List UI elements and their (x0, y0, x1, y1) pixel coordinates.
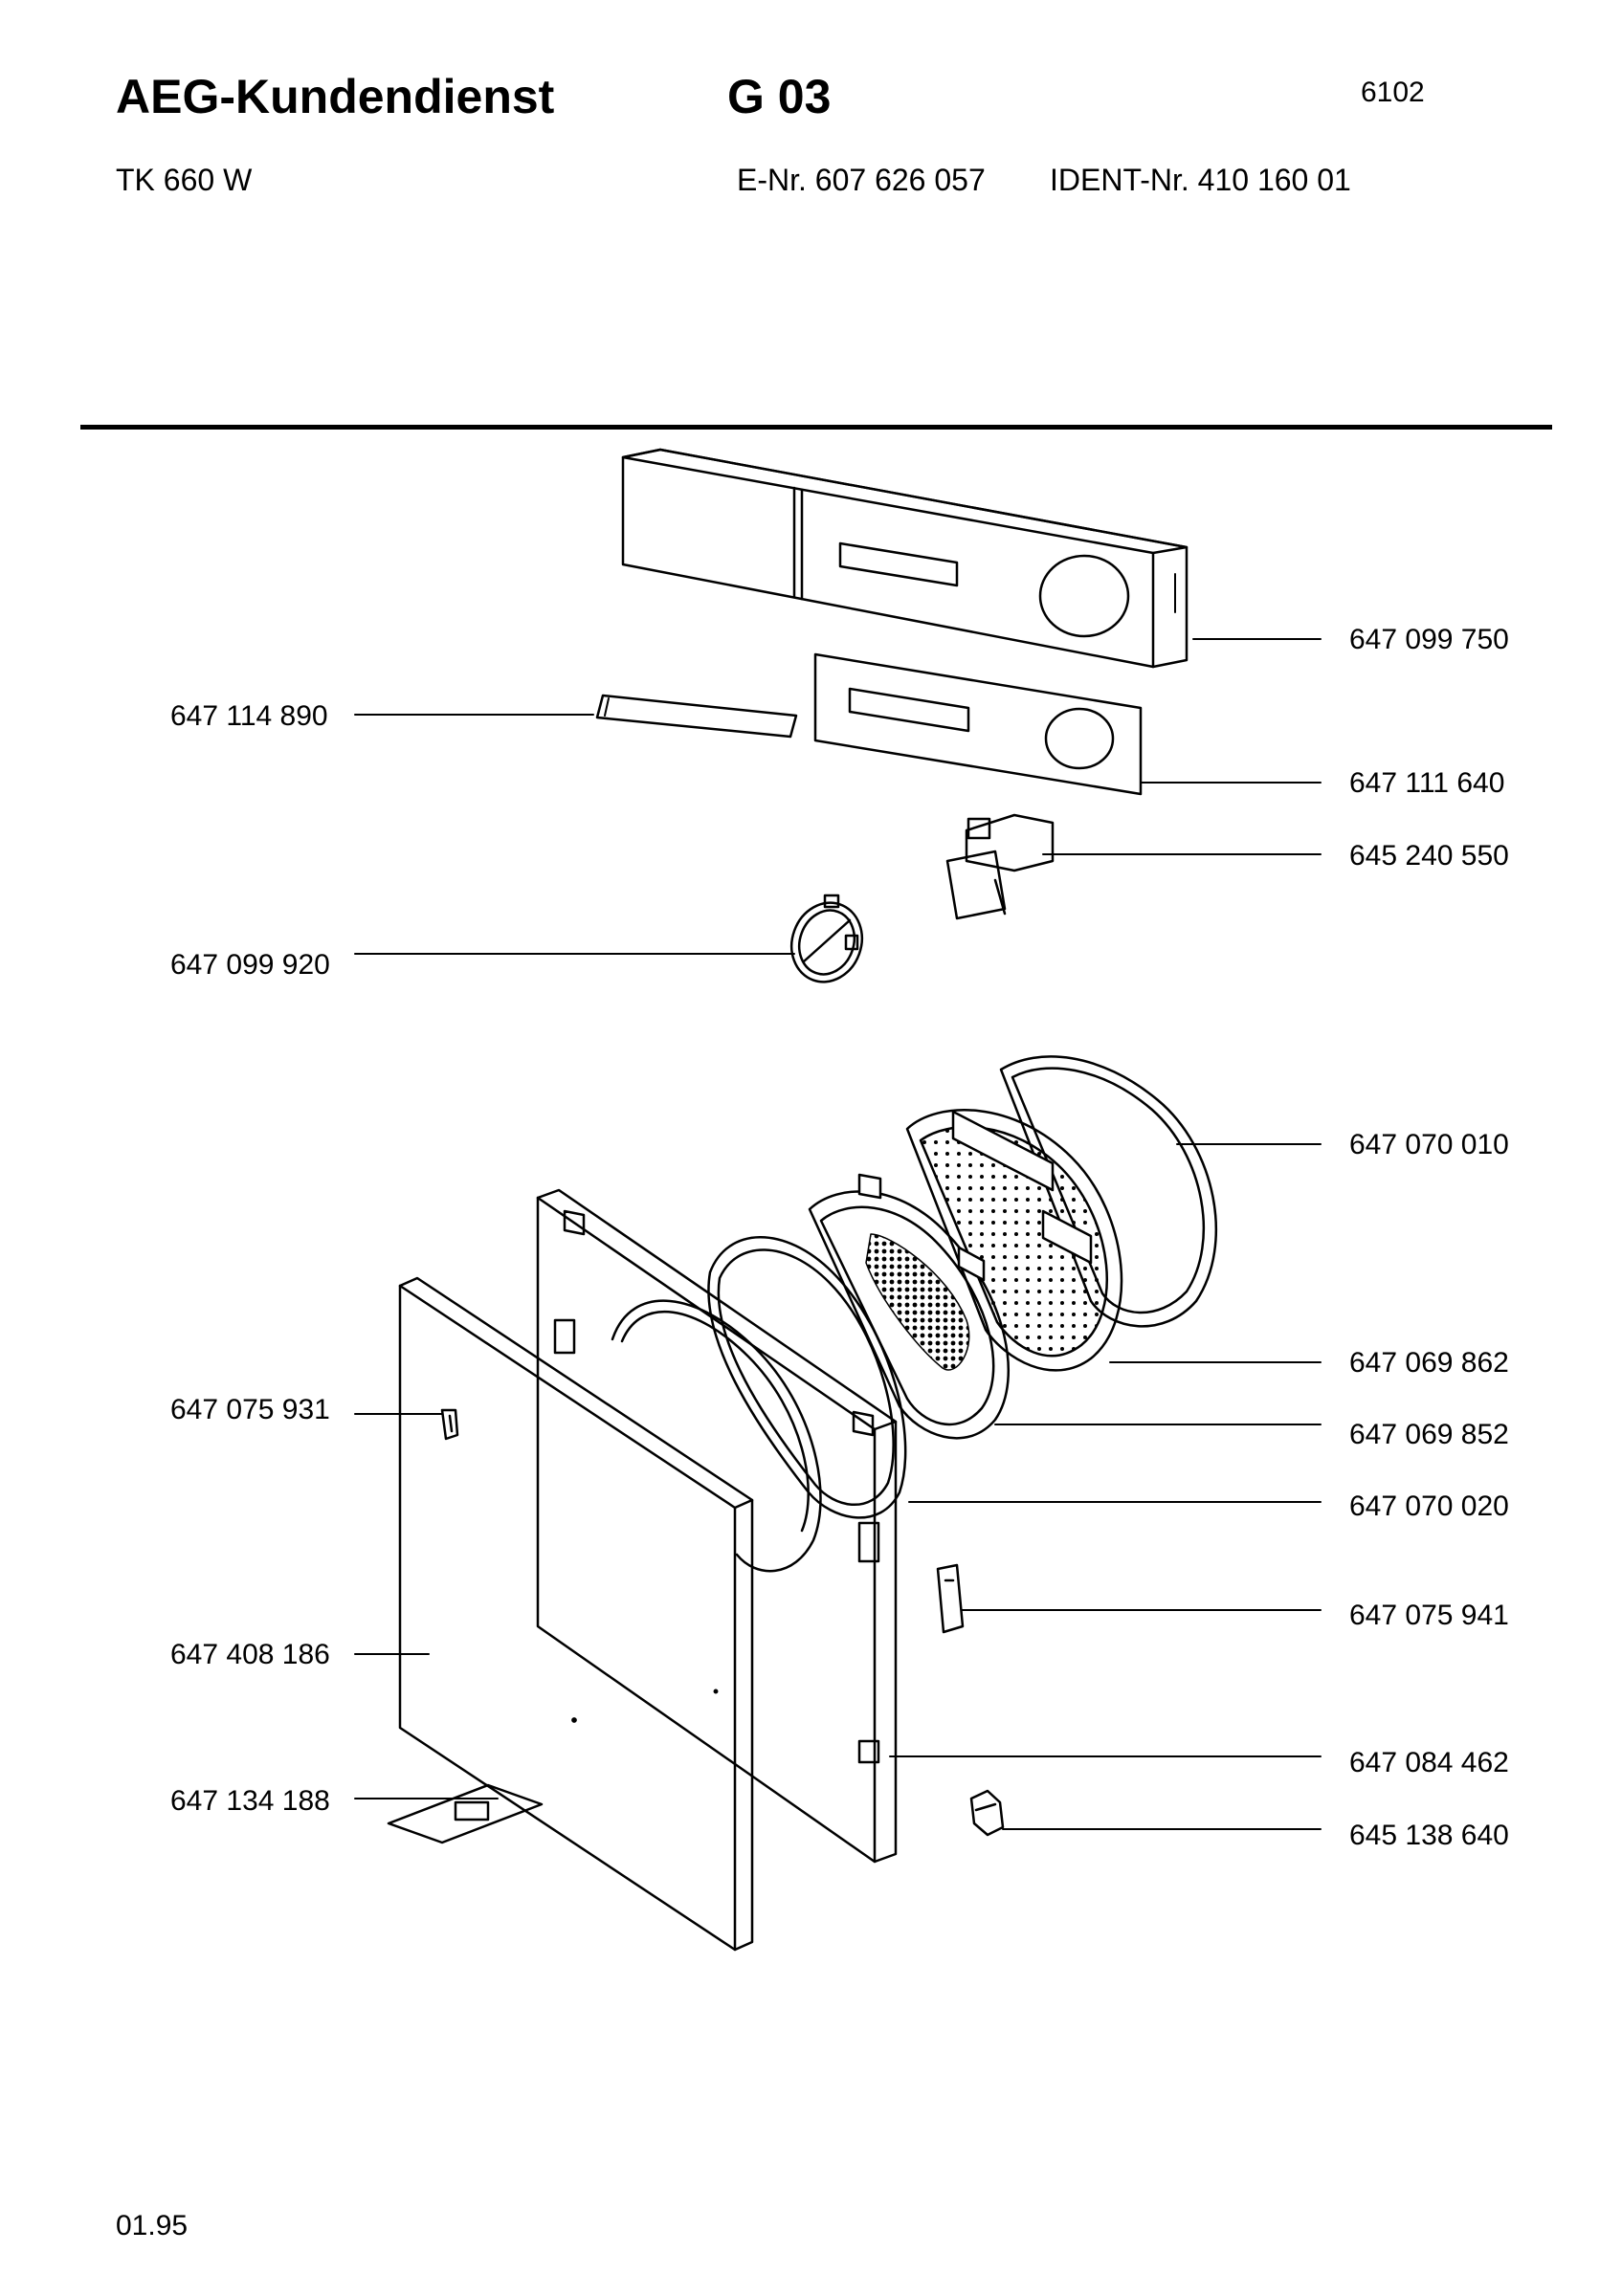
sheet-number: 6102 (1361, 77, 1425, 108)
door-panel (398, 1276, 754, 1952)
door-switch (945, 813, 1055, 920)
hinge-clip (440, 1408, 459, 1441)
part-label-647099920: 647 099 920 (170, 949, 330, 981)
part-label-647114890: 647 114 890 (170, 700, 328, 732)
group-code: G 03 (727, 70, 832, 123)
door-seal-outer (999, 1055, 1217, 1328)
part-label-647075941: 647 075 941 (1349, 1600, 1509, 1631)
door-frame-outer (536, 1188, 898, 1864)
control-panel-housing (621, 448, 1189, 669)
inner-door-perforated (905, 1109, 1123, 1372)
page-title: AEG-Kundendienst (116, 70, 555, 123)
hinge-cover (936, 1563, 965, 1634)
leader-lines (354, 638, 1322, 1830)
part-label-645138640: 645 138 640 (1349, 1820, 1509, 1851)
door-frame-middle (808, 1173, 1011, 1440)
part-label-647070010: 647 070 010 (1349, 1129, 1509, 1160)
part-label-647075931: 647 075 931 (170, 1394, 330, 1425)
door-seal-ring (707, 1236, 907, 1519)
footer-date-code: 01.95 (116, 2210, 189, 2241)
model-name: TK 660 W (116, 163, 253, 197)
part-label-647134188: 647 134 188 (170, 1785, 330, 1817)
part-label-647408186: 647 408 186 (170, 1639, 330, 1670)
part-label-647070020: 647 070 020 (1349, 1490, 1509, 1522)
part-label-647111640: 647 111 640 (1349, 767, 1505, 799)
header-divider (80, 425, 1552, 430)
display-window-strip (595, 694, 798, 739)
e-number: E-Nr. 607 626 057 (737, 163, 986, 197)
door-latch (969, 1789, 1005, 1837)
part-label-647099750: 647 099 750 (1349, 624, 1509, 655)
panel-foil (813, 652, 1143, 796)
ident-number: IDENT-Nr. 410 160 01 (1050, 163, 1351, 197)
part-label-647084462: 647 084 462 (1349, 1747, 1509, 1778)
part-label-645240550: 645 240 550 (1349, 840, 1509, 872)
part-label-647069852: 647 069 852 (1349, 1419, 1509, 1450)
knob-ring (789, 894, 864, 983)
door-bracket (387, 1783, 544, 1844)
part-label-647069862: 647 069 862 (1349, 1347, 1509, 1379)
